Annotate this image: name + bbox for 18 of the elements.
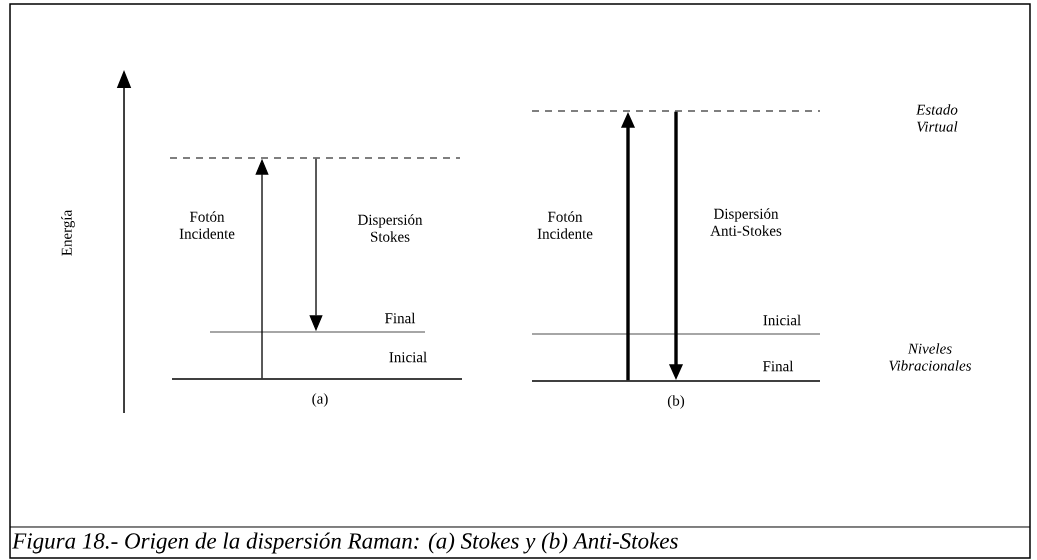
level-label: Final [763,360,794,372]
edge-label: Fotón Incidente [537,211,593,239]
edge-label: Fotón Incidente [179,211,235,239]
edge-label: Dispersión Anti-Stokes [710,208,782,236]
axis-label: Energía [61,210,75,256]
level-label: Estado Virtual [916,104,958,132]
level-group-label: Niveles Vibracionales [889,343,972,371]
caption: Figura 18.- Origen de la dispersión Raman: (a) Stokes y (b) Anti-Stokes [12,532,678,554]
level-label: Final [385,312,416,324]
edge-label: Dispersión Stokes [357,214,423,242]
level-line [171,378,463,380]
level-line [209,331,426,333]
level-label: Inicial [763,314,801,326]
level-line [531,333,821,335]
virtual-level-line [531,110,821,112]
level-label: Inicial [389,351,427,363]
level-line [531,380,821,382]
virtual-level-line [169,157,461,159]
